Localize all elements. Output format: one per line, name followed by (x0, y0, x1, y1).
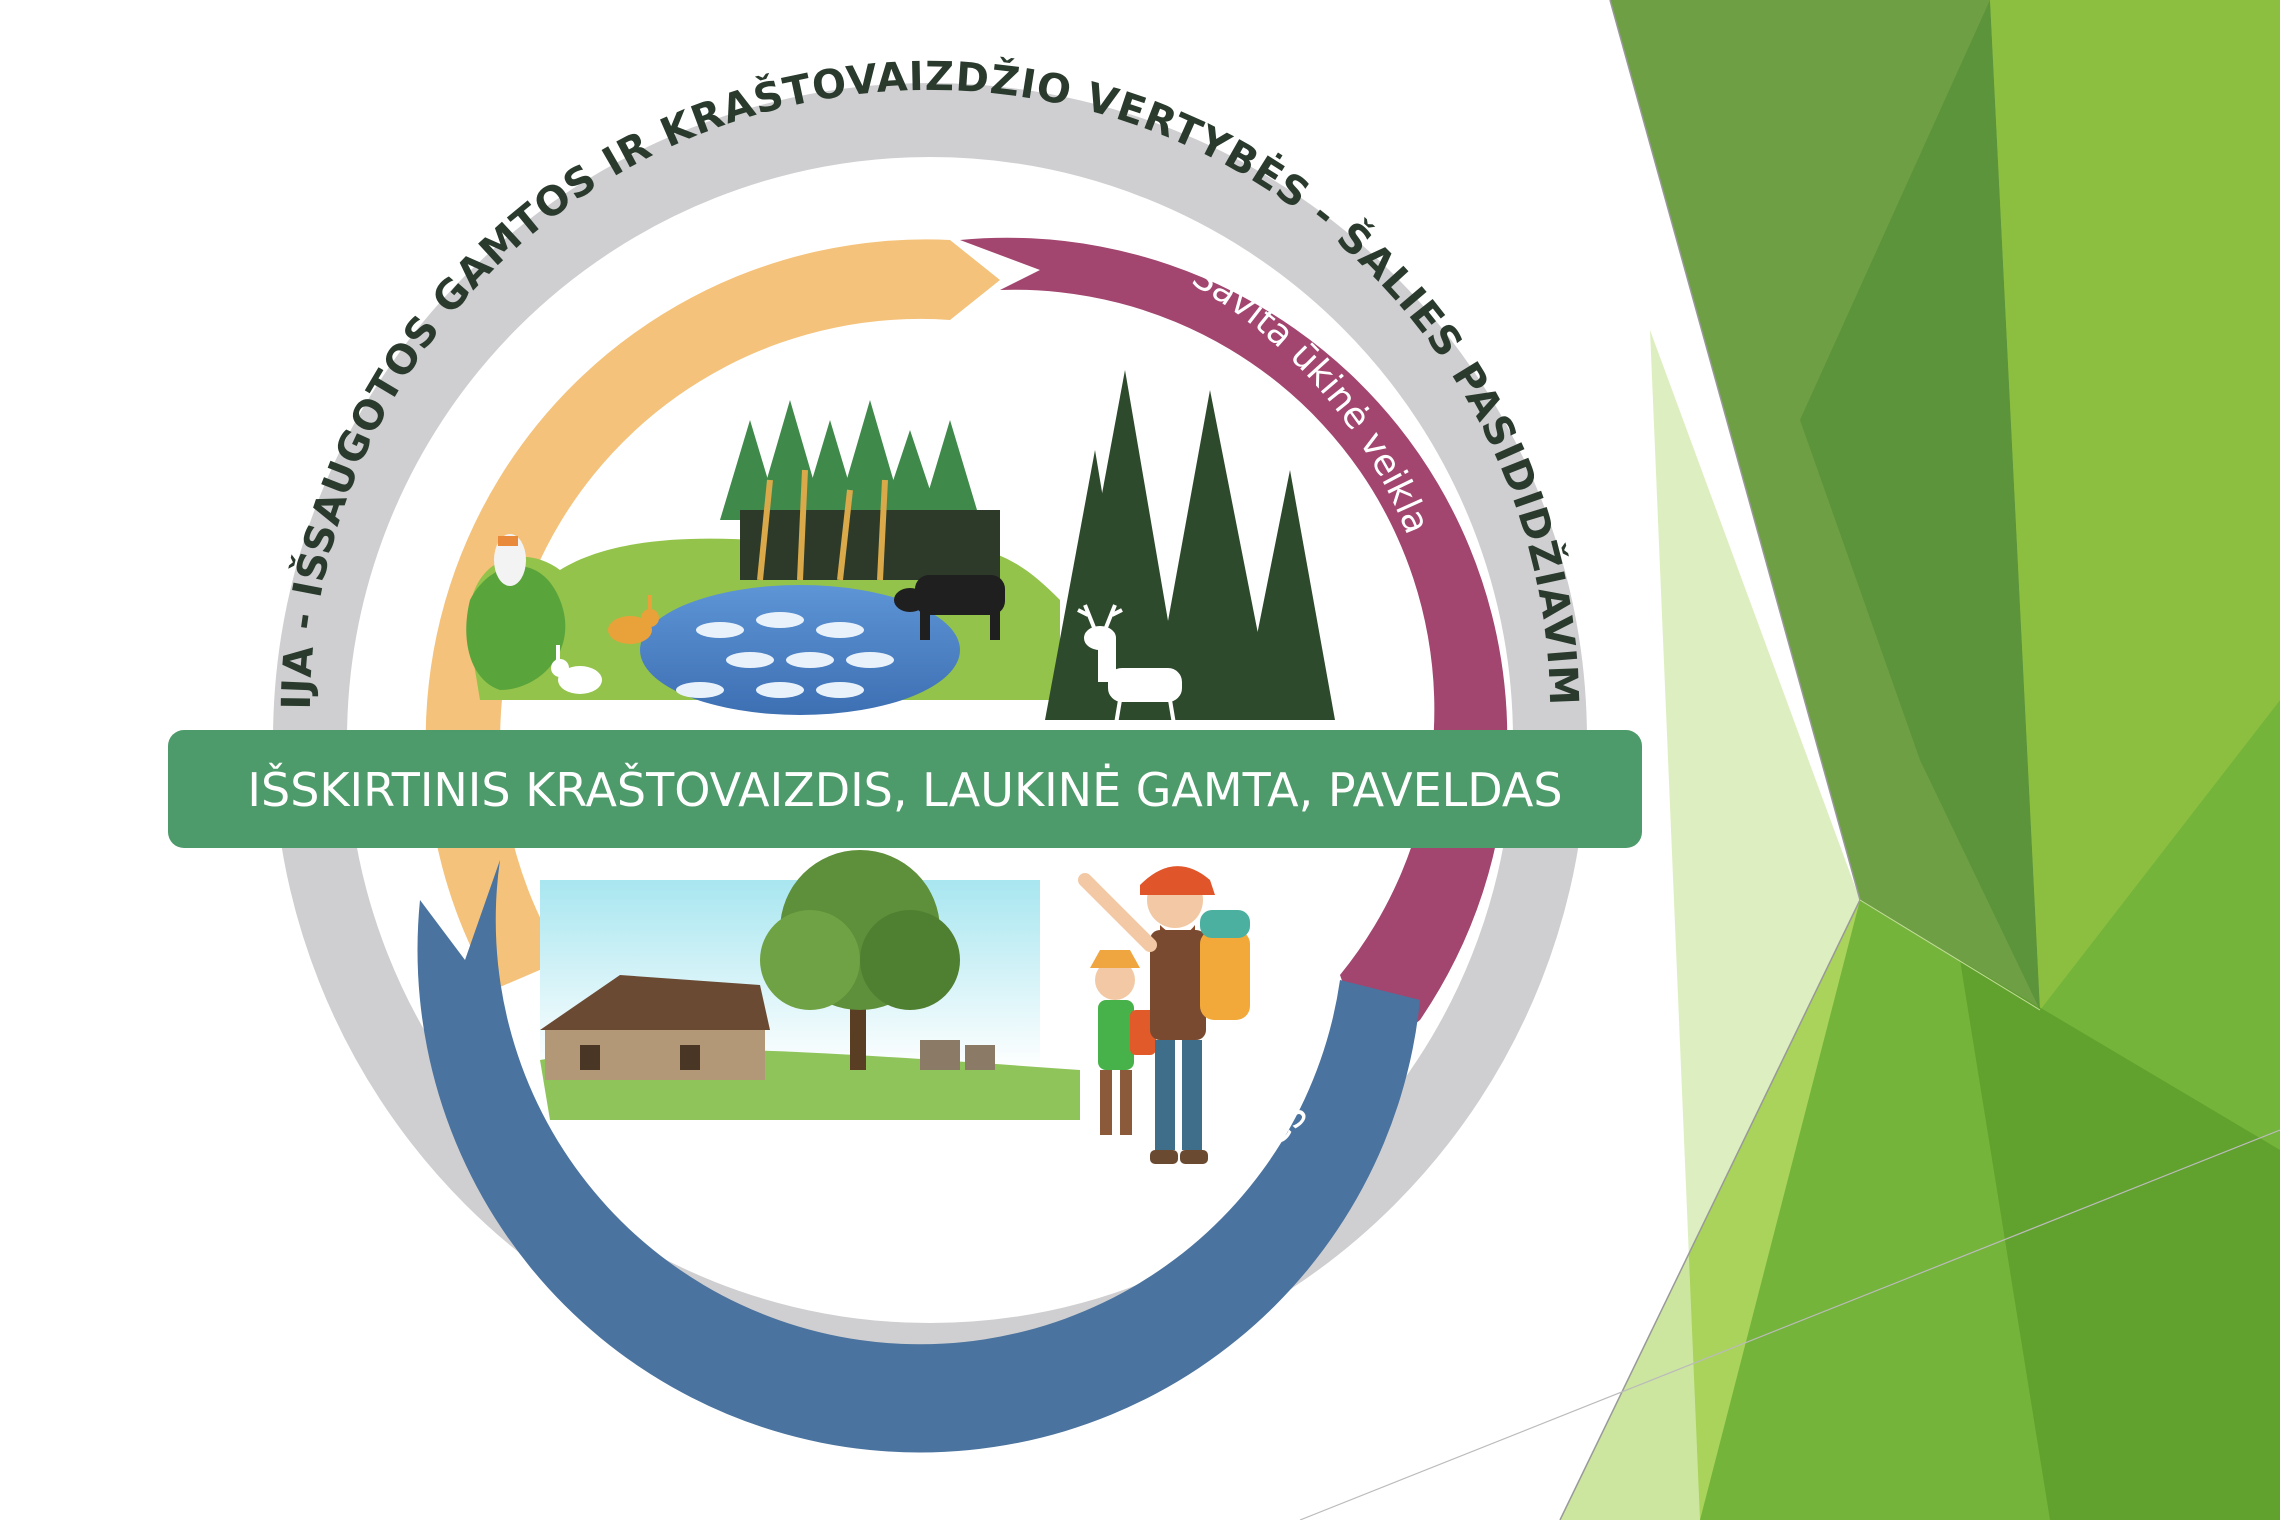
tree-icon (1045, 370, 1335, 720)
house-icon (540, 975, 770, 1080)
decorative-green-facets (1299, 0, 2280, 1520)
village-illustration (540, 850, 1250, 1164)
hiker-icon (1078, 866, 1250, 1164)
nature-illustration (466, 370, 1335, 731)
cycle-arrows (417, 237, 1508, 1453)
rabbit-icon (608, 595, 659, 644)
fish-icon (676, 612, 894, 698)
pond (640, 585, 960, 715)
tree-icon (760, 850, 960, 1070)
bottom-arrow-segment (417, 860, 1420, 1453)
cow-icon (894, 575, 1005, 640)
tree-icon (720, 400, 980, 520)
right-arrow-segment (960, 237, 1508, 1060)
left-arrow-segment (425, 239, 1000, 991)
banner-text: IŠSKIRTINIS KRAŠTOVAIZDIS, LAUKINĖ GAMTA… (247, 762, 1562, 817)
deer-icon (1077, 604, 1182, 731)
central-banner (168, 730, 1642, 848)
rabbit-icon (494, 534, 526, 586)
child-icon (1090, 950, 1156, 1135)
